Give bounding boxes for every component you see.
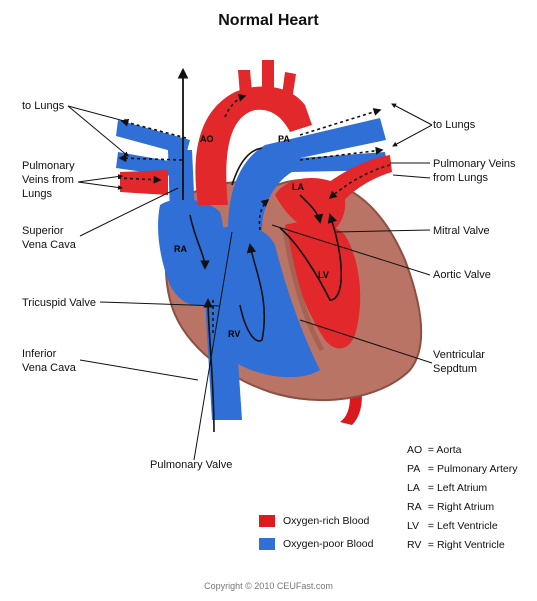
left-pulmonary-branch: [116, 120, 190, 155]
label-ao: AO: [200, 134, 214, 144]
label-tricuspid-valve: Tricuspid Valve: [22, 297, 96, 309]
pulmonary-artery: [228, 118, 388, 230]
label-to-lungs-right: to Lungs: [433, 119, 476, 131]
abbr-row: PA = Pulmonary Artery: [407, 463, 518, 475]
label-aortic-valve: Aortic Valve: [433, 269, 491, 281]
aortic-branches: [238, 60, 296, 100]
label-ventricular-septum: Ventricular Sepdtum: [433, 349, 485, 375]
dotted-flow-arrows: [117, 93, 391, 335]
abbr-row: AO = Aorta: [407, 444, 462, 456]
ventricular-septum: [282, 229, 325, 352]
legend-label-oxygen-rich: Oxygen-rich Blood: [283, 515, 370, 527]
abbr-row: LV = Left Ventricle: [407, 520, 498, 532]
legend-swatch-oxygen-poor: [259, 538, 275, 550]
label-pulmonary-veins-left: Pulmonary Veins from Lungs: [22, 160, 75, 200]
abbr-row: RA = Right Atrium: [407, 501, 495, 513]
left-pulmonary-branch-lower: [116, 152, 175, 176]
label-la: LA: [292, 182, 304, 192]
superior-vena-cava: [168, 150, 195, 215]
label-mitral-valve: Mitral Valve: [433, 225, 490, 237]
label-pulmonary-veins-right: Pulmonary Veins from Lungs: [433, 158, 516, 184]
right-pulmonary-veins: [325, 155, 392, 205]
label-pulmonary-valve: Pulmonary Valve: [150, 459, 233, 471]
label-lv: LV: [318, 270, 329, 280]
copyright-notice: Copyright © 2010 CEUFast.com: [204, 581, 333, 591]
flow-arrows: [189, 147, 342, 433]
abbr-row: LA = Left Atrium: [407, 482, 488, 494]
legend-label-oxygen-poor: Oxygen-poor Blood: [283, 538, 374, 550]
label-to-lungs-left: to Lungs: [22, 100, 65, 112]
pointer-lines: [67, 103, 433, 461]
label-ra: RA: [174, 244, 187, 254]
diagram-title: Normal Heart: [218, 12, 319, 29]
label-inferior-vena-cava: Inferior Vena Cava: [22, 348, 76, 374]
inferior-vena-cava: [205, 300, 242, 420]
label-superior-vena-cava: Superior Vena Cava: [22, 225, 76, 251]
abbr-row: RV = Right Ventricle: [407, 539, 505, 551]
label-rv: RV: [228, 329, 240, 339]
left-pulmonary-veins: [120, 170, 168, 195]
label-pa: PA: [278, 134, 290, 144]
legend-swatch-oxygen-rich: [259, 515, 275, 527]
